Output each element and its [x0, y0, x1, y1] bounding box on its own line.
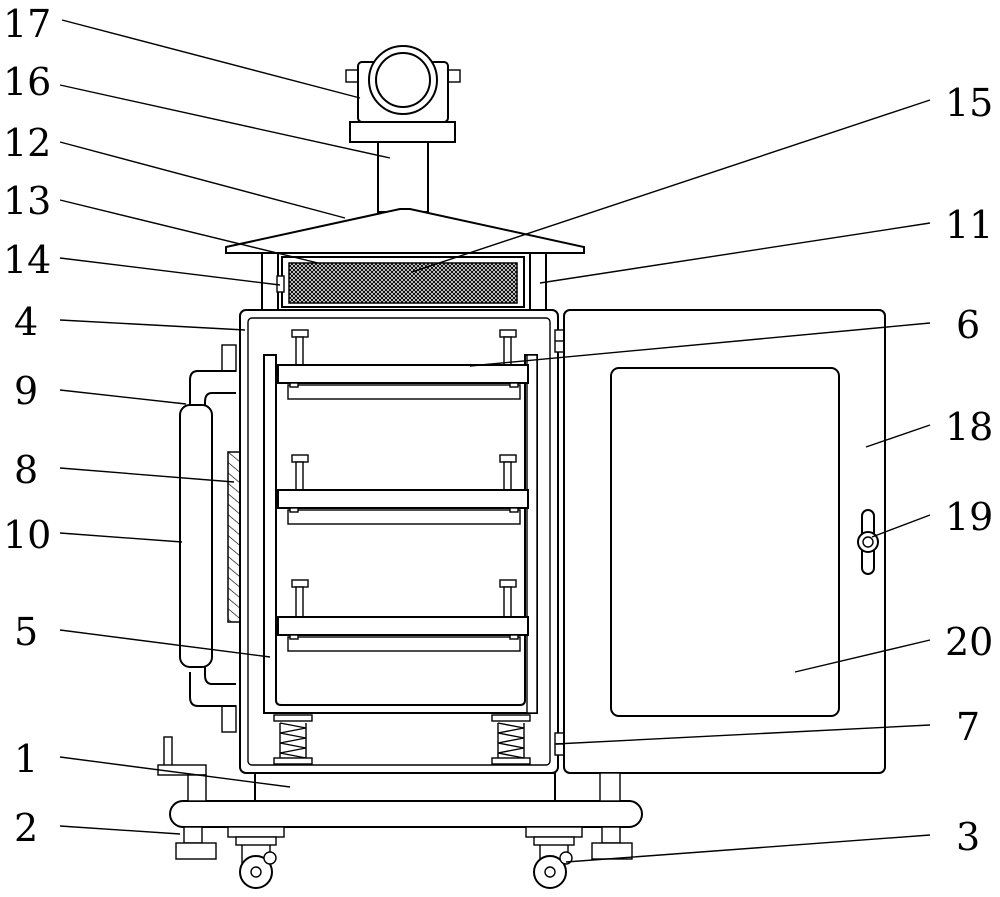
label-11: 11 — [945, 203, 993, 247]
label-17: 17 — [3, 2, 51, 46]
label-14: 14 — [3, 238, 51, 282]
label-2: 2 — [14, 806, 38, 850]
caster-wheel-left — [228, 827, 284, 888]
support-pole — [378, 142, 428, 212]
label-20: 20 — [945, 620, 993, 664]
vent-fastener — [277, 276, 284, 292]
label-5: 5 — [14, 610, 38, 654]
label-6: 6 — [956, 303, 980, 347]
mount-plate — [350, 122, 455, 142]
camera — [346, 46, 460, 122]
label-1: 1 — [14, 737, 38, 781]
label-15: 15 — [945, 81, 993, 125]
label-4: 4 — [14, 300, 38, 344]
label-9: 9 — [14, 369, 38, 413]
label-10: 10 — [3, 513, 51, 557]
caster-wheel-right — [526, 827, 582, 888]
label-18: 18 — [945, 405, 993, 449]
base-leg-right — [600, 773, 620, 801]
label-8: 8 — [14, 448, 38, 492]
mesh-filter — [289, 263, 517, 303]
label-19: 19 — [945, 495, 993, 539]
roof-cover — [226, 209, 584, 253]
label-3: 3 — [956, 815, 980, 859]
frame-right-bar — [527, 355, 537, 713]
adjustable-foot-right — [592, 827, 632, 859]
label-7: 7 — [956, 705, 980, 749]
adjustable-foot-left — [158, 737, 216, 859]
label-13: 13 — [3, 179, 51, 223]
label-16: 16 — [3, 60, 51, 104]
label-12: 12 — [3, 121, 51, 165]
door-window — [611, 368, 839, 716]
base-bar — [170, 801, 642, 827]
base-platform — [255, 773, 555, 801]
door-latch — [858, 510, 878, 574]
